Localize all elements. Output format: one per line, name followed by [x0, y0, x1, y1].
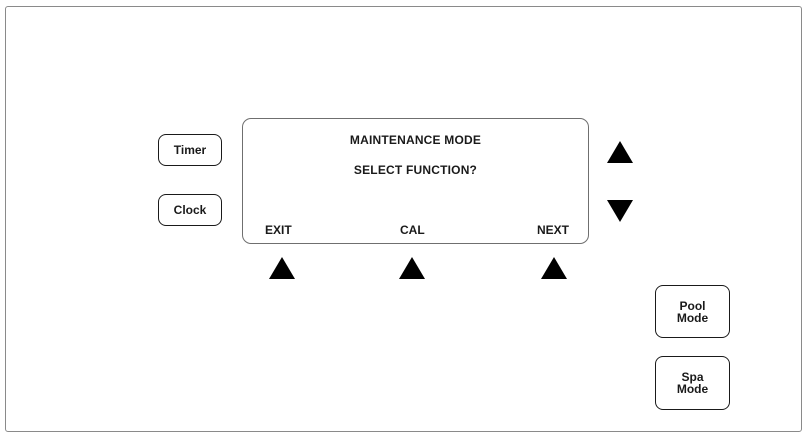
scroll-down-arrow-icon[interactable]: [607, 200, 633, 222]
scroll-up-arrow-icon[interactable]: [607, 141, 633, 163]
display-line-1: MAINTENANCE MODE: [349, 133, 482, 147]
clock-button[interactable]: Clock: [158, 194, 222, 226]
softkey-label-next: NEXT: [537, 223, 570, 237]
softkey-cal-arrow-icon[interactable]: [399, 257, 425, 279]
pool-mode-label-line-1: Pool: [679, 298, 706, 313]
lcd-display: MAINTENANCE MODE SELECT FUNCTION? EXIT C…: [242, 118, 589, 244]
spa-mode-button[interactable]: Spa Mode: [655, 356, 730, 410]
pool-mode-label-line-2: Mode: [676, 310, 709, 325]
pool-mode-button[interactable]: Pool Mode: [655, 285, 730, 338]
softkey-next-arrow-icon[interactable]: [541, 257, 567, 279]
spa-mode-label-line-2: Mode: [676, 382, 709, 396]
spa-mode-label-line-1: Spa: [681, 370, 704, 384]
timer-button[interactable]: Timer: [158, 134, 222, 166]
clock-button-label: Clock: [173, 203, 207, 217]
display-line-2: SELECT FUNCTION?: [353, 163, 478, 177]
timer-button-label: Timer: [173, 143, 207, 157]
softkey-label-exit: EXIT: [265, 223, 292, 237]
softkey-label-cal: CAL: [400, 223, 425, 237]
softkey-exit-arrow-icon[interactable]: [269, 257, 295, 279]
